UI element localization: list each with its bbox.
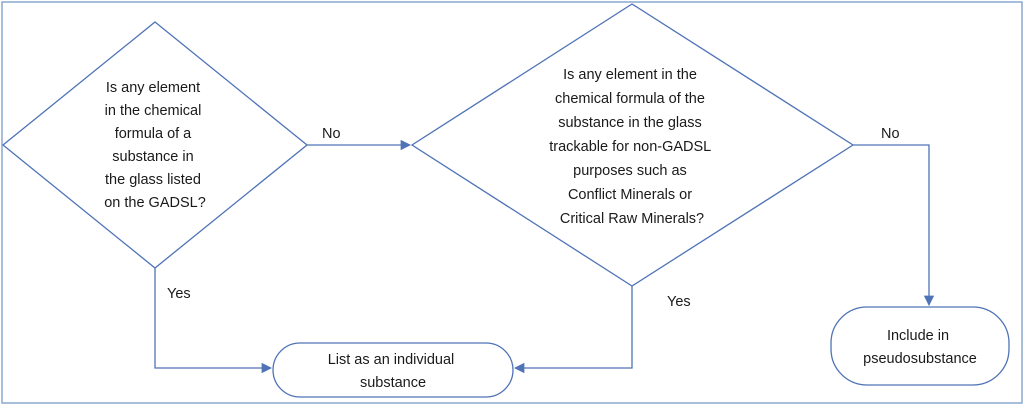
terminal-individual-substance [272, 342, 514, 398]
terminal-individual-text: List as an individual substance [328, 352, 459, 391]
connector-d2-yes [513, 286, 633, 374]
connector-d2-no [853, 144, 935, 307]
label-d1-yes: Yes [167, 286, 191, 302]
label-d2-no: No [881, 126, 900, 142]
connector-d1-yes [154, 268, 273, 374]
label-d1-no: No [322, 126, 341, 142]
decision-non-gadsl-text: Is any element in the chemical formula o… [549, 67, 715, 227]
terminal-pseudosubstance-text: Include in pseudosubstance [863, 328, 977, 367]
decision-gadsl-text: Is any element in the chemical formula o… [104, 80, 206, 211]
terminal-pseudosubstance [830, 306, 1010, 386]
label-d2-yes: Yes [667, 294, 691, 310]
